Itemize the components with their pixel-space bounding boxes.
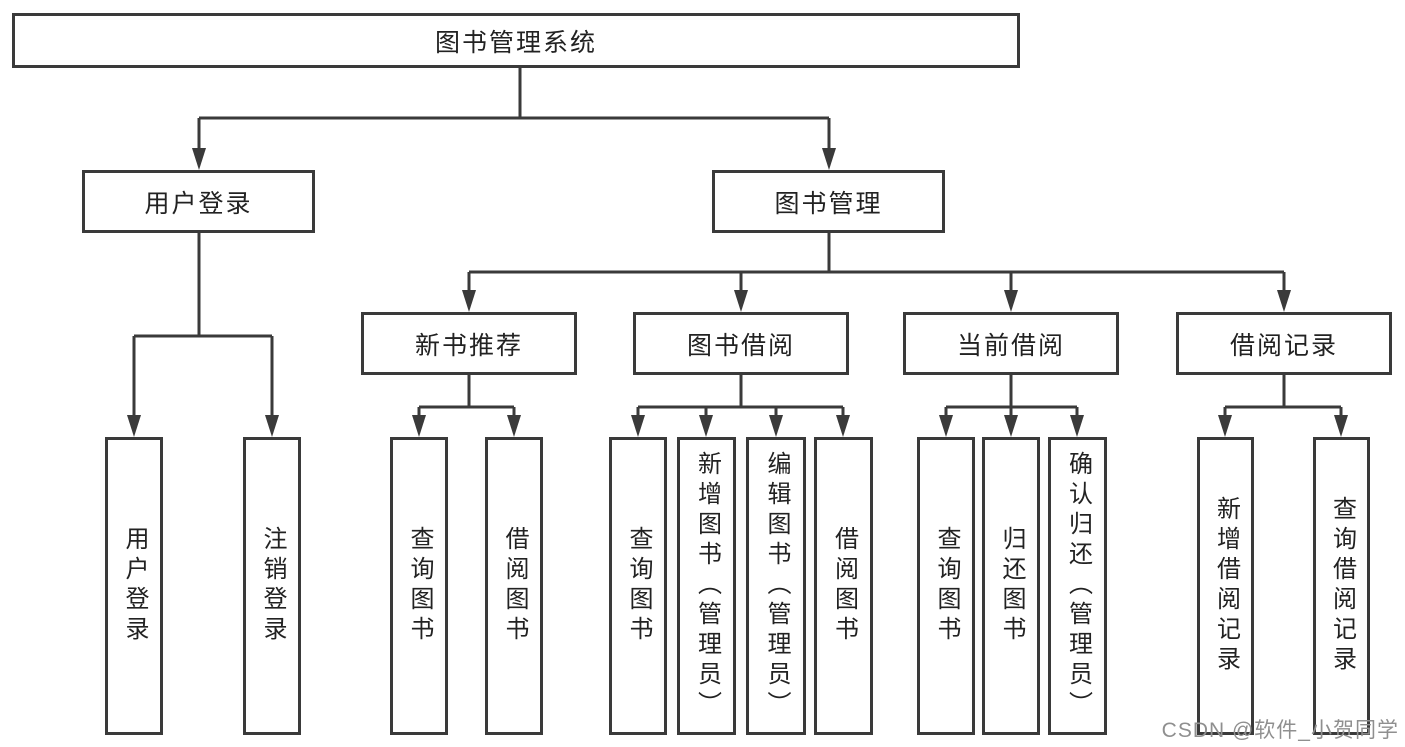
node-leaf-borrow-books-borrowing-label: 借阅图书 <box>830 526 858 646</box>
node-library-management-system: 图书管理系统 <box>12 13 1020 68</box>
node-book-management: 图书管理 <box>712 170 945 233</box>
node-leaf-query-books-recommendation-label: 查询图书 <box>406 526 433 646</box>
node-leaf-logout: 注销登录 <box>243 437 301 735</box>
node-user-login: 用户登录 <box>82 170 315 233</box>
node-new-book-recommendation-label: 新书推荐 <box>414 331 523 360</box>
node-leaf-edit-books-admin: 编辑图书（管理员） <box>746 437 806 735</box>
node-borrowing-records-label: 借阅记录 <box>1229 331 1338 360</box>
node-library-management-system-label: 图书管理系统 <box>434 28 597 57</box>
node-book-borrowing: 图书借阅 <box>633 312 849 375</box>
node-current-borrowing-label: 当前借阅 <box>956 331 1065 360</box>
node-leaf-borrow-books-borrowing: 借阅图书 <box>814 437 873 735</box>
node-leaf-add-borrow-record-label: 新增借阅记录 <box>1212 496 1240 676</box>
node-user-login-label: 用户登录 <box>144 189 253 218</box>
node-book-management-label: 图书管理 <box>774 189 883 218</box>
node-leaf-add-borrow-record: 新增借阅记录 <box>1197 437 1254 735</box>
node-leaf-add-books-admin-label: 新增图书（管理员） <box>693 451 721 721</box>
node-leaf-query-books-current-label: 查询图书 <box>933 526 960 646</box>
node-new-book-recommendation: 新书推荐 <box>361 312 577 375</box>
node-leaf-query-borrow-record-label: 查询借阅记录 <box>1328 496 1356 676</box>
node-leaf-query-borrow-record: 查询借阅记录 <box>1313 437 1370 735</box>
node-leaf-confirm-return-admin-label: 确认归还（管理员） <box>1064 451 1092 721</box>
node-leaf-user-login: 用户登录 <box>105 437 163 735</box>
node-leaf-query-books-current: 查询图书 <box>917 437 975 735</box>
node-leaf-edit-books-admin-label: 编辑图书（管理员） <box>763 451 790 721</box>
node-leaf-return-books-label: 归还图书 <box>998 526 1025 646</box>
node-leaf-query-books-borrowing-label: 查询图书 <box>625 526 652 646</box>
node-leaf-user-login-label: 用户登录 <box>121 526 148 646</box>
node-leaf-borrow-books-recommendation-label: 借阅图书 <box>501 526 528 646</box>
node-leaf-borrow-books-recommendation: 借阅图书 <box>485 437 543 735</box>
csdn-watermark: CSDN @软件_小贺同学 <box>1161 719 1399 742</box>
node-leaf-return-books: 归还图书 <box>982 437 1040 735</box>
node-current-borrowing: 当前借阅 <box>903 312 1119 375</box>
node-leaf-query-books-borrowing: 查询图书 <box>609 437 667 735</box>
node-leaf-add-books-admin: 新增图书（管理员） <box>677 437 736 735</box>
node-leaf-logout-label: 注销登录 <box>259 526 286 646</box>
node-book-borrowing-label: 图书借阅 <box>686 331 795 360</box>
node-leaf-confirm-return-admin: 确认归还（管理员） <box>1048 437 1107 735</box>
node-leaf-query-books-recommendation: 查询图书 <box>390 437 448 735</box>
node-borrowing-records: 借阅记录 <box>1176 312 1392 375</box>
